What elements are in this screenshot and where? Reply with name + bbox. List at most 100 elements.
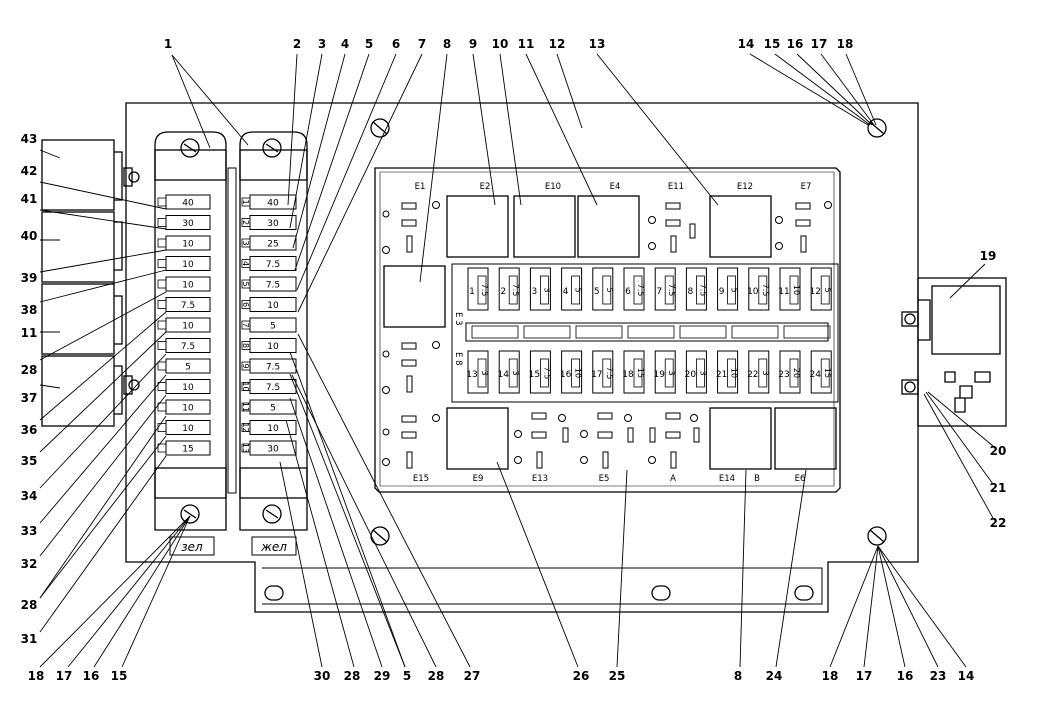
slot-number: 8 <box>241 343 250 348</box>
callout-number: 16 <box>83 669 100 683</box>
callout-number: 7 <box>418 37 426 51</box>
fuse-number: 10 <box>747 287 759 297</box>
strip-fuse: 40 1 <box>241 194 297 210</box>
strip-fuse: 302 <box>241 215 297 230</box>
callout-number: 32 <box>21 557 38 571</box>
callout-number: 30 <box>314 669 331 683</box>
slot-number: 13 <box>241 443 250 453</box>
strip-fuse: 7.59 <box>241 358 297 374</box>
callout-number: 31 <box>21 632 38 646</box>
callout-number: 20 <box>990 444 1007 458</box>
fuse-rating: 7.5 <box>511 284 520 297</box>
label-E8: E 8 <box>453 352 463 365</box>
fuse-number: 20 <box>685 370 697 380</box>
fuse-rating: 7.5 <box>266 260 280 270</box>
callout-number: 25 <box>609 669 626 683</box>
relay-left-mid <box>383 265 446 328</box>
fuse-rating: 3 <box>480 370 489 375</box>
fuse-rating: 5 <box>823 287 832 292</box>
callout-number: 11 <box>518 37 535 51</box>
slot-number: 1 <box>241 199 250 204</box>
fuse-number: 15 <box>529 370 540 380</box>
strip-fuse: 108 <box>241 338 297 353</box>
callout-number: 4 <box>341 37 349 51</box>
callout-number: 28 <box>21 363 38 377</box>
fuse-number: 8 <box>688 287 694 297</box>
strip-fuse: 5 <box>157 358 211 374</box>
fuse-number: 16 <box>560 370 572 380</box>
strip-fuse: 15 <box>157 440 211 456</box>
callout-number: 21 <box>990 481 1007 495</box>
fuse-rating: 5 <box>574 287 583 292</box>
fuse-rating: 5 <box>185 363 191 373</box>
callout-number: 2 <box>293 37 301 51</box>
fuse-rating: 7.5 <box>181 301 195 311</box>
fuse-rating: 40 <box>267 199 279 209</box>
callout-number: 3 <box>318 37 326 51</box>
fuse-rating: 40 <box>182 199 194 209</box>
plate-screw-icon <box>867 118 887 138</box>
fuse-rating: 3 <box>542 287 551 292</box>
strip-fuse: 10 <box>157 420 211 435</box>
callout-number: 17 <box>811 37 828 51</box>
callout-number: 36 <box>21 423 38 437</box>
slot-number: 3 <box>241 240 250 245</box>
slot-number: 7 <box>241 322 250 327</box>
callout-number: 16 <box>787 37 804 51</box>
callout-number: 5 <box>403 669 411 683</box>
strip-fuse: 10 <box>157 276 211 292</box>
callout-number: 26 <box>573 669 590 683</box>
callout-number: 40 <box>21 229 38 243</box>
callout-number: 8 <box>443 37 451 51</box>
strip-fuse: 10 <box>157 235 211 251</box>
callout-number: 10 <box>492 37 509 51</box>
callout-number: 24 <box>766 669 783 683</box>
fuse-number: 17 <box>591 370 602 380</box>
strip-fuse: 511 <box>241 399 297 415</box>
strip-fuse: 57 <box>241 317 297 333</box>
callout-number: 18 <box>822 669 839 683</box>
callout-number: 35 <box>21 454 38 468</box>
fuse-rating: 7.5 <box>266 281 280 291</box>
fuse-rating: 7.5 <box>266 383 280 393</box>
fuse-rating: 20 <box>792 368 801 378</box>
callout-number: 18 <box>28 669 45 683</box>
slot-number: 2 <box>241 220 250 225</box>
callout-number: 34 <box>21 489 38 503</box>
fuse-rating: 10 <box>182 260 194 270</box>
plate-screw-icon <box>370 118 390 138</box>
relay-E6 <box>774 407 837 470</box>
relay-label: E12 <box>737 182 753 192</box>
strip-screw-icon <box>262 504 282 524</box>
relay-E12 <box>709 195 772 258</box>
relay-label: E4 <box>610 182 621 192</box>
callout-number: 9 <box>469 37 477 51</box>
strip-fuse: 10 <box>157 256 211 271</box>
strip-fuse: 10 <box>157 317 211 333</box>
relay-E14 <box>709 407 772 470</box>
fuse-rating: 5 <box>730 287 739 292</box>
left-strip-tag: зел <box>181 540 203 554</box>
fuse-rating: 5 <box>270 322 276 332</box>
label-E3: E 3 <box>453 312 463 325</box>
callout-number: 19 <box>980 249 997 263</box>
relay-label: E6 <box>795 474 806 484</box>
central-panel <box>374 167 841 493</box>
callout-number: 33 <box>21 524 38 538</box>
relay-label: B <box>754 474 760 484</box>
fuse-rating: 15 <box>823 368 832 378</box>
strip-fuse: 7.55 <box>241 276 297 292</box>
fuse-rating: 7.5 <box>542 367 551 380</box>
relay-label: E7 <box>801 182 812 192</box>
fuse-rating: 3 <box>511 370 520 375</box>
callout-number: 17 <box>856 669 873 683</box>
